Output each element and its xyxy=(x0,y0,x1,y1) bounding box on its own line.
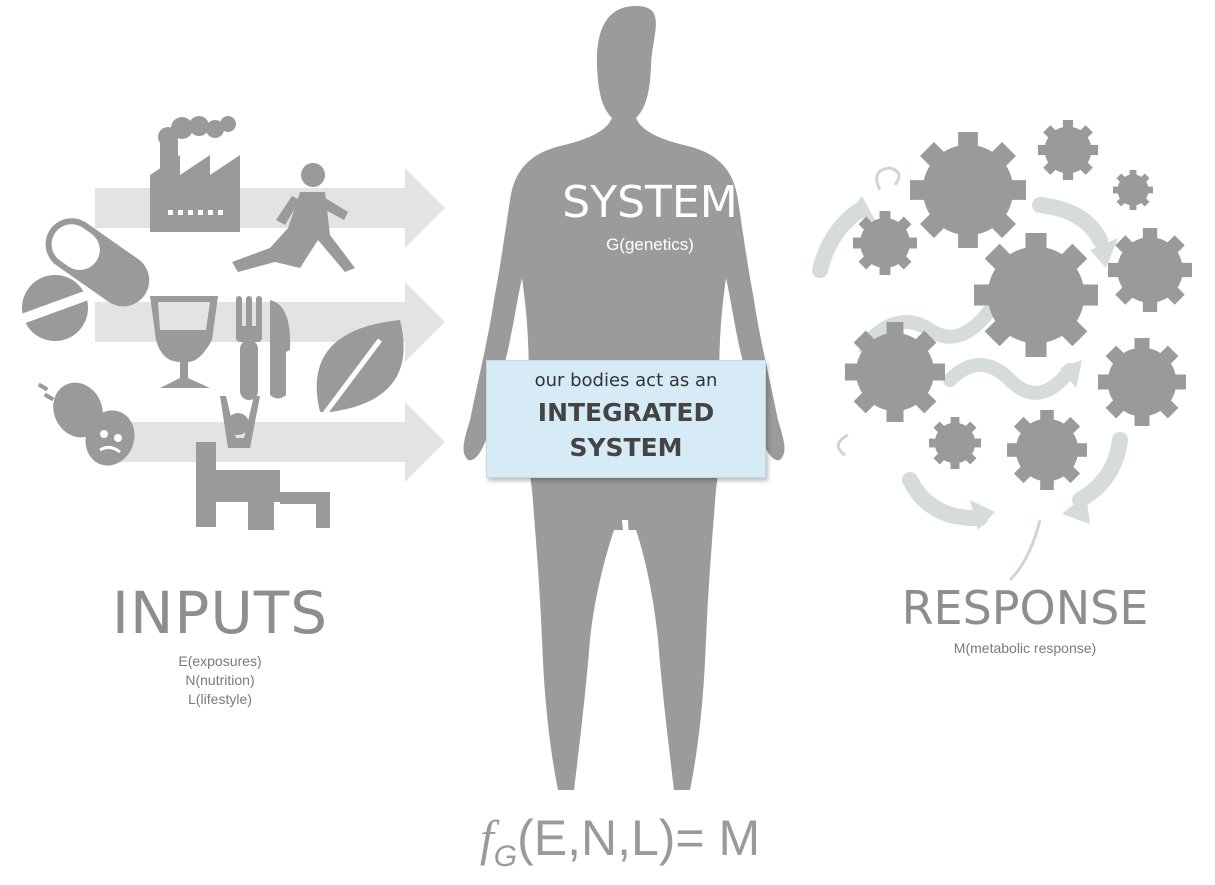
gear-icon-1 xyxy=(910,132,1026,248)
formula-expression: (E,N,L)= M xyxy=(517,810,761,866)
gear-icon-6 xyxy=(1108,228,1192,312)
knife-icon xyxy=(270,300,291,399)
response-title: RESPONSE xyxy=(901,581,1149,635)
input-item-nutrition: N(nutrition) xyxy=(185,672,255,688)
gear-icon-9 xyxy=(929,417,981,469)
input-item-exposures: E(exposures) xyxy=(178,653,262,669)
gear-icon-7 xyxy=(845,322,945,422)
callout-line-1: our bodies act as an xyxy=(534,370,718,391)
formula: fG(E,N,L)= M xyxy=(420,810,820,885)
relaxing-person-icon xyxy=(196,396,330,530)
inputs-title: INPUTS xyxy=(111,579,329,647)
cycle-arrow-1 xyxy=(1032,197,1108,248)
input-item-lifestyle: L(lifestyle) xyxy=(188,691,252,707)
leaf-icon xyxy=(316,320,404,422)
callout-line-2: INTEGRATED xyxy=(537,398,715,427)
tablet-icon xyxy=(20,275,90,341)
system-title: SYSTEM xyxy=(562,177,738,228)
runner-icon xyxy=(232,163,355,272)
gear-icon-5 xyxy=(974,233,1098,357)
callout-line-3: SYSTEM xyxy=(569,433,683,462)
formula-function: f xyxy=(479,810,494,866)
input-icons xyxy=(20,116,404,530)
gear-icon-3 xyxy=(1113,170,1153,210)
system-subtitle: G(genetics) xyxy=(606,235,694,254)
fork-icon xyxy=(236,296,262,400)
theater-masks-icon xyxy=(37,382,135,466)
wine-glass-icon xyxy=(150,296,218,388)
capsule-icon xyxy=(45,218,150,307)
metabolic-gears xyxy=(812,120,1192,582)
gear-icon-2 xyxy=(1038,120,1098,180)
gear-icon-8 xyxy=(1098,338,1186,426)
gear-icon-10 xyxy=(1007,410,1087,490)
gear-icon-4 xyxy=(853,211,917,275)
response-subtitle: M(metabolic response) xyxy=(953,640,1097,656)
cycle-arrow-3 xyxy=(902,472,988,527)
wavy-arrow-2 xyxy=(943,358,1077,400)
factory-icon xyxy=(150,116,240,232)
integrated-system-callout: our bodies act as an INTEGRATED SYSTEM xyxy=(486,360,766,478)
formula-subscript: G xyxy=(493,840,518,873)
input-arrow-3 xyxy=(95,402,445,482)
